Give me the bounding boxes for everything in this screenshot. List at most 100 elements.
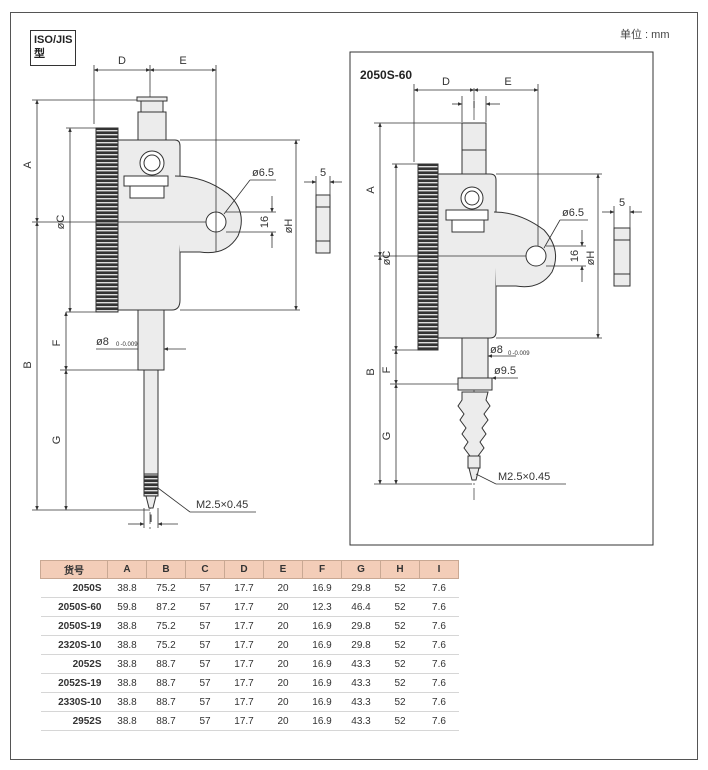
cell-value: 7.6 (419, 654, 459, 674)
cell-value: 12.3 (302, 597, 342, 617)
badge-line-2: 型 (34, 48, 45, 60)
thread-label-right: M2.5×0.45 (498, 471, 550, 483)
cell-value: 20 (263, 673, 303, 693)
technical-drawing: D E A øC B F G øH ø6.5 16 5 ø8 0 -0.009 … (22, 51, 654, 546)
cell-value: 43.3 (341, 711, 381, 731)
cell-value: 38.8 (107, 578, 147, 598)
cell-value: 17.7 (224, 635, 264, 655)
dim-label-a-left: A (22, 161, 34, 169)
dim-label-h-right: øH (585, 251, 597, 266)
dim-label-e-left: E (179, 55, 186, 67)
lug-hole-r (525, 245, 547, 267)
cell-value: 43.3 (341, 654, 381, 674)
cell-value: 20 (263, 654, 303, 674)
cell-value: 88.7 (146, 654, 186, 674)
cell-value: 7.6 (419, 673, 459, 693)
thickness-label-right: 5 (619, 197, 625, 209)
cell-value: 88.7 (146, 711, 186, 731)
hole-label-left: ø6.5 (252, 167, 274, 179)
rubber-boot (457, 391, 491, 457)
cell-value: 38.8 (107, 616, 147, 636)
cell-value: 29.8 (341, 578, 381, 598)
hole-label-right: ø6.5 (562, 207, 584, 219)
dim-label-f-left: F (51, 339, 63, 346)
dim-label-f-right: F (381, 366, 393, 373)
dim-label-e-right: E (504, 76, 511, 88)
cell-value: 52 (380, 597, 420, 617)
cell-value: 38.8 (107, 635, 147, 655)
cell-value: 16.9 (302, 578, 342, 598)
dim-label-g-left: G (51, 436, 63, 445)
cell-value: 17.7 (224, 692, 264, 712)
dim-label-i-left: I (149, 513, 152, 525)
dim-label-b-right: B (365, 368, 377, 375)
header-d: D (224, 560, 264, 579)
header-g: G (341, 560, 381, 579)
cell-value: 17.7 (224, 654, 264, 674)
cell-value: 52 (380, 673, 420, 693)
header-b: B (146, 560, 186, 579)
cell-value: 17.7 (224, 673, 264, 693)
hole-spacing-right: 16 (569, 250, 581, 262)
cell-value: 17.7 (224, 597, 264, 617)
stem-tol-right: 0 -0.009 (508, 351, 530, 357)
header-i: I (419, 560, 459, 579)
cell-model: 2050S-60 (40, 597, 108, 617)
dim-label-g-right: G (381, 432, 393, 441)
cell-value: 38.8 (107, 711, 147, 731)
cell-value: 16.9 (302, 616, 342, 636)
cell-value: 46.4 (341, 597, 381, 617)
cell-value: 75.2 (146, 635, 186, 655)
cell-value: 57 (185, 597, 225, 617)
cell-model: 2050S-19 (40, 616, 108, 636)
cell-value: 52 (380, 635, 420, 655)
dim-label-c-left: øC (55, 215, 67, 230)
dim-label-d-right: D (442, 76, 450, 88)
cell-model: 2320S-10 (40, 635, 108, 655)
side-profile (315, 194, 331, 254)
cell-value: 29.8 (341, 635, 381, 655)
right-view (374, 84, 642, 500)
header-e: E (263, 560, 303, 579)
cell-value: 16.9 (302, 711, 342, 731)
thread-label-left: M2.5×0.45 (196, 499, 248, 511)
cell-value: 52 (380, 711, 420, 731)
cell-value: 57 (185, 711, 225, 731)
cell-value: 16.9 (302, 654, 342, 674)
cell-value: 57 (185, 578, 225, 598)
cell-model: 2050S (40, 578, 108, 598)
spindle-label-right: ø9.5 (494, 365, 516, 377)
left-view (32, 65, 342, 530)
cell-value: 57 (185, 635, 225, 655)
cell-value: 20 (263, 711, 303, 731)
hole-spacing-left: 16 (259, 216, 271, 228)
stem (137, 309, 165, 371)
dim-label-i-right: I (472, 99, 475, 111)
cell-model: 2330S-10 (40, 692, 108, 712)
cell-value: 16.9 (302, 635, 342, 655)
cell-value: 52 (380, 692, 420, 712)
cell-value: 57 (185, 654, 225, 674)
header-h: H (380, 560, 420, 579)
cell-value: 16.9 (302, 692, 342, 712)
cell-value: 7.6 (419, 597, 459, 617)
cell-value: 20 (263, 578, 303, 598)
table-header-row: 货号 A B C D E F G H I (40, 560, 459, 579)
right-view-title: 2050S-60 (360, 68, 412, 82)
dim-label-d-left: D (118, 55, 126, 67)
badge-line-1: ISO/JIS (34, 34, 73, 46)
spindle (143, 369, 159, 479)
unit-label: 单位 : mm (620, 29, 670, 41)
cell-value: 43.3 (341, 692, 381, 712)
cell-value: 87.2 (146, 597, 186, 617)
stem-tol-left: 0 -0.009 (116, 342, 138, 348)
